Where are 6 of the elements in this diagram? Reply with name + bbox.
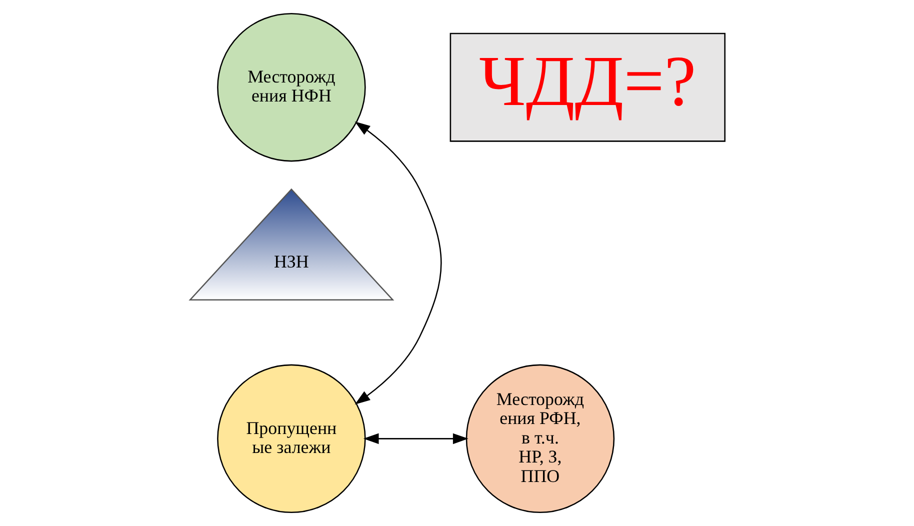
arrow <box>354 121 442 405</box>
node-box: ЧДД=? <box>449 32 725 142</box>
node-circle: Месторожд ения РФН, в т.ч. НР, З, ППО <box>465 364 614 514</box>
node-circle: Месторожд ения НФН <box>216 12 366 162</box>
node-circle: Пропущенн ые залежи <box>216 364 366 514</box>
arrow <box>362 433 468 444</box>
